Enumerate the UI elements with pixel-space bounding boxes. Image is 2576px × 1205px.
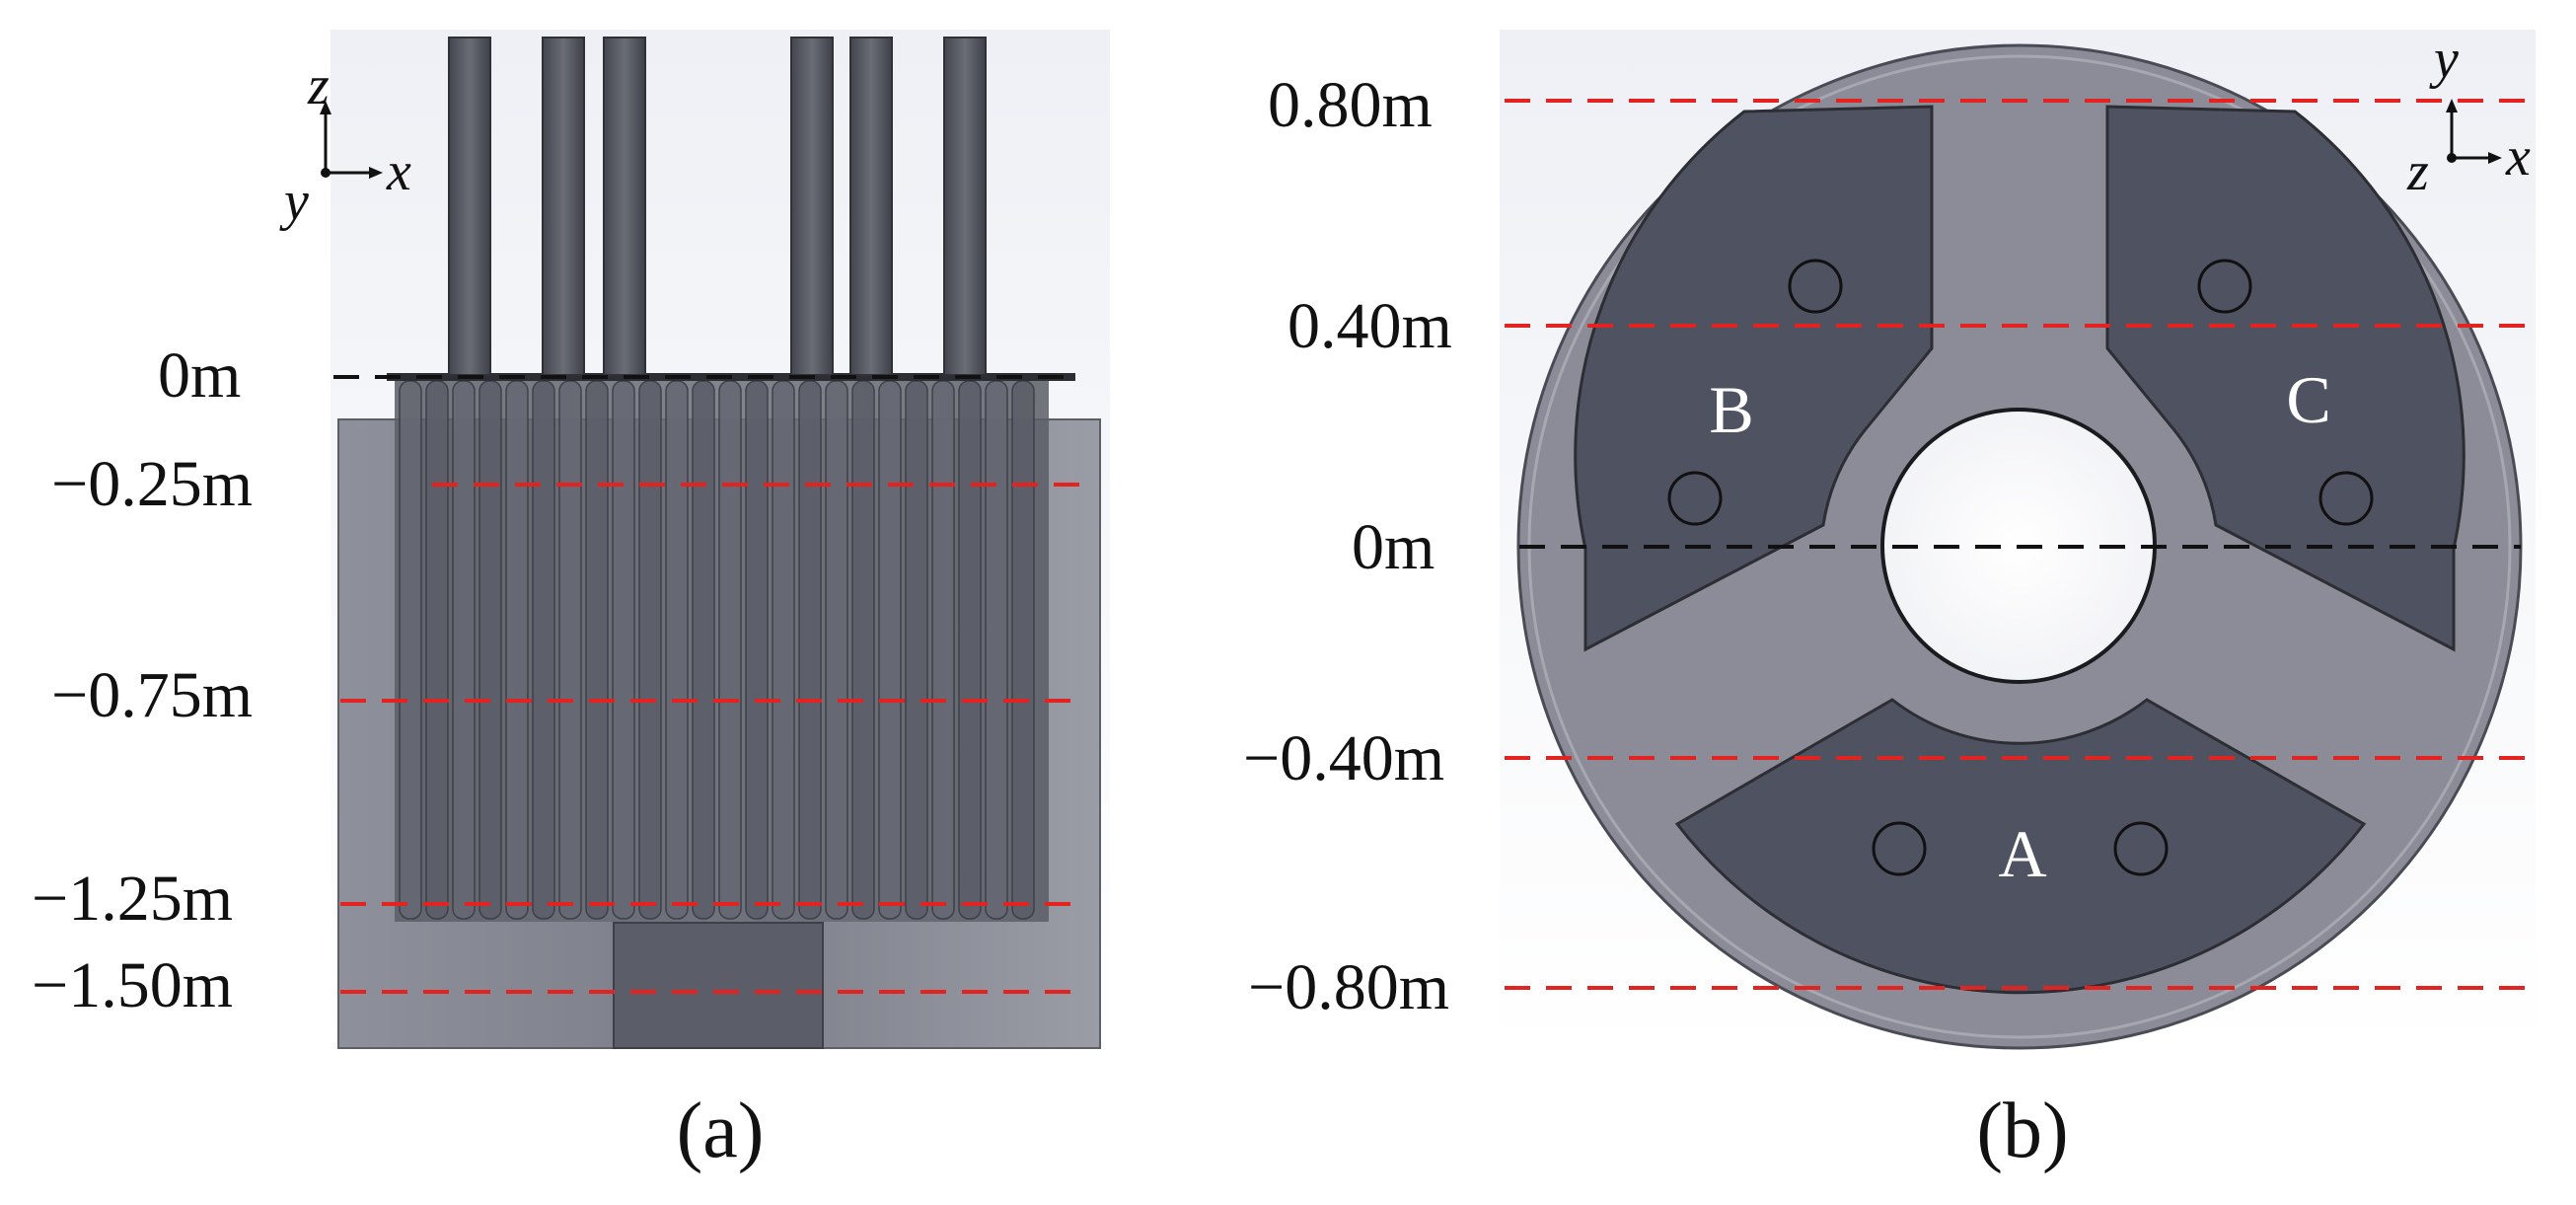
y-axis-dot [321,168,331,178]
hole-a-left [1872,821,1927,876]
hole-b-lower [1667,471,1723,526]
panel-a-axis-triad: z y x [279,55,411,232]
level-label-a-3: −1.25m [32,863,233,935]
axis-label-y-b: y [2429,29,2459,90]
sector-c [2105,105,2466,652]
bundle-tube [985,380,1008,920]
bundle-tube [505,380,529,920]
bundle-tube [612,380,635,920]
bundle-tube [745,380,769,920]
panel-b-plan-view: B C A 0.80m 0.40m 0m −0.40m −0.80m y z x… [1243,29,2536,1174]
z-axis-arrow [320,101,331,114]
bundle-tube [638,380,662,920]
axis-label-y: y [279,171,309,232]
bundle-tubes [399,380,1035,920]
panel-a-side-view: z y x 0m −0.25m −0.75m −1.25m −1.50m (a) [32,30,1110,1174]
sector-label-b: B [1709,372,1753,447]
level-label-a-2: −0.75m [51,659,253,731]
bundle-tube [931,380,955,920]
level-label-b-2: 0m [1352,511,1435,583]
x-axis-arrow [369,167,383,179]
level-label-b-3: −0.40m [1243,722,1444,794]
protruding-rod-3 [603,37,646,376]
caption-a: (a) [677,1088,765,1174]
sector-label-a: A [1998,816,2046,891]
level-label-b-4: −0.80m [1248,951,1449,1023]
protruding-rod-5 [849,37,893,376]
sector-a [1674,698,2367,995]
bundle-tube [1011,380,1035,920]
bottom-outlet [613,922,824,1049]
sector-b [1574,105,1934,652]
y-axis-arrow [2446,99,2458,113]
sector-label-c: C [2286,362,2330,437]
protruding-rod-1 [448,37,491,376]
hole-c-lower [2318,471,2374,526]
level-label-a-4: −1.50m [32,949,233,1021]
bundle-tube [772,380,795,920]
level-label-b-1: 0.40m [1288,290,1452,362]
bundle-tube [825,380,848,920]
protruding-rods [448,37,987,376]
axis-label-z: z [307,55,330,116]
protruding-rod-4 [790,37,834,376]
bundle-tube [452,380,476,920]
bundle-tube [532,380,555,920]
protruding-rod-6 [943,37,987,376]
bundle-tube [665,380,689,920]
hole-c-upper [2197,259,2252,314]
bundle-tube [425,380,449,920]
bundle-tube [558,380,582,920]
axis-label-x: x [386,141,411,202]
axis-label-x-b: x [2505,126,2531,188]
panel-b-axis-triad: y z x [2406,29,2531,202]
protruding-rod-2 [542,37,585,376]
bundle-tube [958,380,982,920]
bundle-tube [798,380,822,920]
bundle-tube [905,380,928,920]
hole-b-upper [1788,259,1843,314]
caption-b: (b) [1976,1088,2068,1174]
level-label-a-0: 0m [158,339,241,412]
bundle-tube [878,380,902,920]
bundle-tube [851,380,875,920]
hole-a-right [2113,821,2169,876]
bundle-tube [718,380,742,920]
level-label-b-0: 0.80m [1268,69,1433,141]
bundle-tube [478,380,502,920]
z-axis-dot [2447,153,2457,163]
bundle-tube [692,380,715,920]
x-axis-arrow-b [2488,152,2502,164]
level-label-a-1: −0.25m [51,448,253,520]
bundle-tube [399,380,422,920]
axis-label-z-b: z [2406,141,2429,202]
bundle-tube [585,380,609,920]
